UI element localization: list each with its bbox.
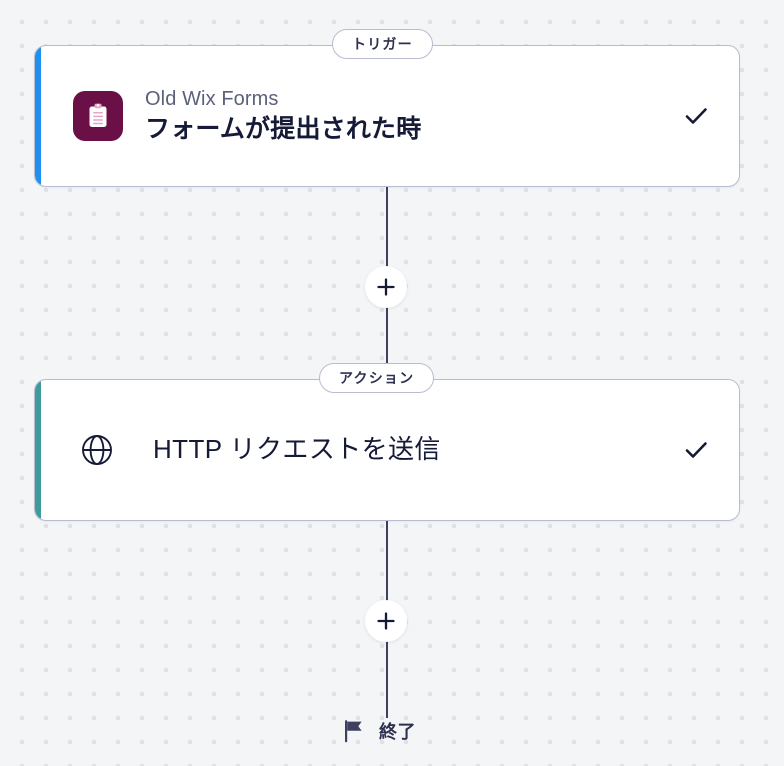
trigger-app-name: Old Wix Forms [145, 87, 279, 110]
connector-line-action-to-add [386, 520, 388, 624]
workflow-end-marker: 終了 [343, 718, 416, 744]
flag-icon [343, 719, 365, 743]
trigger-title: フォームが提出された時 [145, 114, 422, 143]
workflow-node-trigger[interactable]: Old Wix Forms フォームが提出された時 [34, 45, 740, 187]
add-step-button-1[interactable] [365, 266, 407, 308]
plus-icon [377, 612, 395, 630]
clipboard-icon [73, 91, 123, 141]
globe-icon [77, 430, 117, 470]
node-accent-bar-trigger [35, 46, 41, 186]
workflow-end-label: 終了 [379, 722, 416, 742]
action-text-block: HTTP リクエストを送信 [139, 433, 657, 467]
connector-line-trigger-to-add [386, 186, 388, 290]
plus-icon [377, 278, 395, 296]
connector-line-add-to-end [386, 618, 388, 718]
action-title: HTTP リクエストを送信 [153, 434, 441, 465]
connector-line-add-to-action [386, 284, 388, 380]
check-icon[interactable] [679, 99, 713, 133]
add-step-button-2[interactable] [365, 600, 407, 642]
badge-action: アクション [319, 363, 435, 393]
badge-trigger: トリガー [332, 29, 433, 59]
trigger-text-block: Old Wix Forms フォームが提出された時 [145, 87, 657, 146]
node-accent-bar-action [35, 380, 41, 520]
workflow-node-action[interactable]: HTTP リクエストを送信 [34, 379, 740, 521]
check-icon[interactable] [679, 433, 713, 467]
